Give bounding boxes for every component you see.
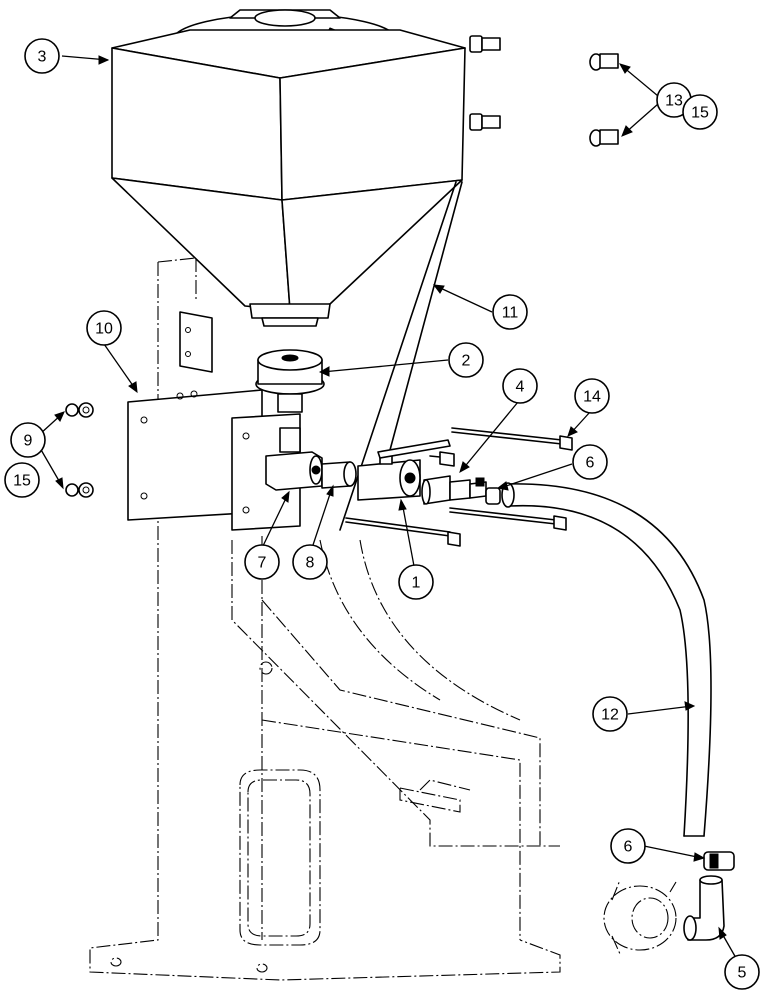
callout-3-label: 3 (38, 49, 47, 66)
mounting-bracket (127, 389, 301, 531)
callout-15-upper-label: 15 (691, 105, 709, 122)
tee-fitting (265, 427, 323, 491)
callout-11-label: 11 (502, 305, 519, 322)
pipe-nipple (321, 461, 357, 489)
cap-screw-upper-right (589, 53, 619, 71)
elbow-fitting (683, 875, 725, 941)
callout-11: 11 (492, 294, 528, 330)
callout-5: 5 (724, 954, 760, 990)
callout-1: 1 (398, 564, 434, 600)
callout-5-label: 5 (738, 965, 747, 982)
callout-9: 9 (10, 422, 46, 458)
callout-15-lower: 15 (4, 462, 40, 498)
nut-washer-upper (65, 402, 94, 418)
cap-screw-upper (469, 35, 501, 53)
hose (501, 482, 712, 837)
callout-13: 13 (656, 82, 692, 118)
cap-screw-lower (469, 113, 501, 131)
ball-valve (357, 439, 451, 501)
callout-7-label: 7 (258, 555, 267, 572)
cap-screws (469, 35, 619, 147)
nuts-washers (65, 402, 94, 498)
callout-6-lower-label: 6 (624, 839, 633, 856)
callout-13-label: 13 (665, 93, 683, 110)
callout-9-label: 9 (24, 433, 33, 450)
nut-washer-lower (65, 482, 94, 498)
callout-7: 7 (244, 544, 280, 580)
leader-lines (39, 55, 737, 959)
callout-1-label: 1 (412, 575, 421, 592)
callout-6-lower: 6 (610, 828, 646, 864)
callout-6-upper-label: 6 (586, 455, 595, 472)
callout-8-label: 8 (306, 555, 315, 572)
callout-6-upper: 6 (572, 444, 608, 480)
callout-15-lower-label: 15 (13, 473, 31, 490)
hose-clamp-upper (475, 477, 501, 505)
bulkhead-phantom (603, 879, 677, 955)
callout-10-label: 10 (95, 321, 113, 338)
callout-14-label: 14 (583, 389, 601, 406)
callout-12: 12 (592, 696, 628, 732)
callout-2: 2 (448, 342, 484, 378)
callout-3: 3 (24, 38, 60, 74)
callout-12-label: 12 (601, 707, 619, 724)
callout-15-upper: 15 (682, 94, 718, 130)
callout-8: 8 (292, 544, 328, 580)
callout-10: 10 (86, 310, 122, 346)
long-bolts (345, 427, 573, 547)
hopper-tank (111, 9, 466, 327)
adapter-fitting (255, 349, 325, 413)
frame-column-phantom (89, 257, 561, 981)
cap-screw-lower-right (589, 129, 619, 147)
callout-4: 4 (502, 368, 538, 404)
callout-14: 14 (574, 378, 610, 414)
column-tab (179, 311, 213, 373)
callout-2-label: 2 (462, 353, 471, 370)
callout-4-label: 4 (516, 379, 525, 396)
hose-clamp-lower (703, 851, 735, 871)
